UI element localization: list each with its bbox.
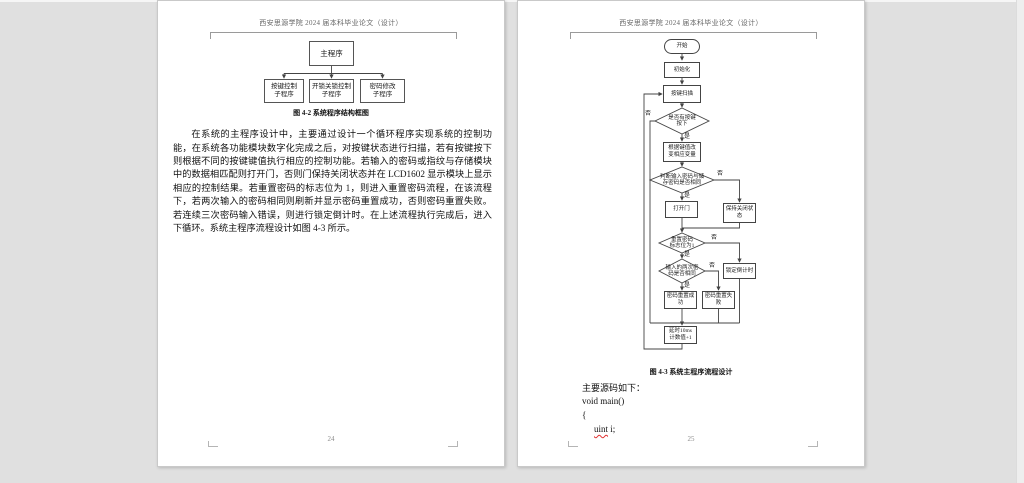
body-paragraph: 在系统的主程序设计中，主要通过设计一个循环程序实现系统的控制功能，在系统各功能模… bbox=[173, 129, 492, 234]
org-node-label: 按键控制 bbox=[271, 83, 297, 90]
branch-yes-label: 是 bbox=[684, 193, 691, 199]
flow-node-reset-success: 密码重置成 功 bbox=[664, 291, 697, 309]
flow-node-label: 按键扫描 bbox=[670, 90, 693, 97]
page-24[interactable]: 西安思源学院 2024 届本科毕业论文（设计） 主程序 按键控制 子程序 bbox=[157, 0, 505, 467]
flow-node-start: 开始 bbox=[664, 39, 700, 54]
flow-node-keep-closed: 保持关闭状 态 bbox=[723, 203, 756, 223]
branch-yes-label: 是 bbox=[684, 283, 691, 289]
branch-no-label: 否 bbox=[711, 235, 718, 241]
flow-node-key-scan: 按键扫描 bbox=[663, 85, 701, 103]
org-node-label: 开锁关锁控制 bbox=[312, 83, 351, 90]
code-line-uint: uint i; bbox=[594, 424, 615, 434]
page-header-right: 西安思源学院 2024 届本科毕业论文（设计） bbox=[619, 19, 763, 27]
code-rest: i; bbox=[608, 424, 616, 434]
flow-node-lock-countdown: 锁定倒计时 bbox=[723, 263, 756, 279]
text-boundary-mark bbox=[448, 441, 458, 447]
flow-decision-label: 重置密码 bbox=[670, 237, 693, 243]
branch-no-label: 否 bbox=[717, 171, 724, 177]
flow-node-label: 功 bbox=[677, 300, 684, 306]
scrollbar-track[interactable] bbox=[1016, 0, 1024, 483]
flow-node-label: 锁定倒计时 bbox=[725, 267, 754, 274]
flow-node-reset-fail: 密码重置失 败 bbox=[702, 291, 735, 309]
flow-node-label: 变相应变量 bbox=[668, 152, 696, 158]
flow-node-label: 态 bbox=[736, 213, 743, 219]
flow-decision-label: 按下 bbox=[676, 121, 688, 128]
viewport-top-highlight bbox=[0, 0, 1024, 2]
flow-decision-label: 码是否相同 bbox=[668, 271, 696, 278]
branch-yes-label: 是 bbox=[684, 134, 691, 140]
org-node-main-program: 主程序 bbox=[309, 41, 354, 66]
flow-node-label: 延时10ms bbox=[669, 328, 692, 335]
flow-decision-label: 输入的两次密 bbox=[665, 265, 699, 271]
flow-decision-label: 是否有按键 bbox=[668, 115, 696, 121]
flow-node-label: 计数值+1 bbox=[669, 335, 692, 341]
flow-decision-label: 判断输入密码与储 bbox=[659, 174, 704, 180]
header-rule-left bbox=[210, 32, 457, 39]
flow-decision-key-pressed: 是否有按键 按下 bbox=[647, 115, 717, 128]
flow-decision-reset-flag: 重置密码 标志位为1 bbox=[647, 237, 717, 250]
flow-node-label: 根据键值改 bbox=[668, 145, 696, 152]
flow-decision-passwords-same: 输入的两次密 码是否相同 bbox=[647, 265, 717, 278]
flow-node-label: 打开门 bbox=[673, 206, 690, 213]
header-rule-right bbox=[570, 32, 817, 39]
page-number-right: 25 bbox=[687, 435, 695, 443]
figure-4-3-caption: 图 4-3 系统主程序流程设计 bbox=[649, 368, 733, 376]
page-number-left: 24 bbox=[327, 435, 335, 443]
flow-node-delay-counter: 延时10ms 计数值+1 bbox=[664, 326, 697, 344]
flow-node-set-variable: 根据键值改 变相应变量 bbox=[663, 142, 701, 162]
flow-node-label: 保持关闭状 bbox=[725, 206, 754, 213]
org-node-label: 主程序 bbox=[320, 48, 343, 58]
org-node-label: 子程序 bbox=[321, 91, 342, 98]
flow-node-label: 开始 bbox=[676, 43, 688, 50]
flow-node-label: 密码重置失 bbox=[704, 293, 733, 300]
branch-no-label: 否 bbox=[645, 111, 652, 117]
page-25[interactable]: 西安思源学院 2024 届本科毕业论文（设计） bbox=[517, 0, 865, 467]
org-node-lock-control: 开锁关锁控制 子程序 bbox=[309, 79, 354, 103]
branch-no-label: 否 bbox=[709, 263, 716, 269]
org-node-key-control: 按键控制 子程序 bbox=[264, 79, 304, 103]
code-intro: 主要源码如下： bbox=[582, 383, 646, 393]
text-boundary-mark bbox=[568, 441, 578, 447]
flow-node-open-door: 打开门 bbox=[665, 201, 698, 218]
flow-decision-label: 存密码是否相同 bbox=[662, 180, 702, 187]
org-node-label: 子程序 bbox=[372, 91, 393, 98]
org-node-label: 密码修改 bbox=[369, 83, 396, 90]
code-line-void-main: void main() bbox=[582, 396, 625, 406]
flow-node-label: 败 bbox=[715, 300, 722, 306]
code-line-brace: { bbox=[582, 410, 587, 420]
figure-4-2-caption: 图 4-2 系统程序结构框图 bbox=[293, 109, 369, 117]
flow-node-label: 初始化 bbox=[673, 66, 691, 73]
org-node-password-modify: 密码修改 子程序 bbox=[360, 79, 405, 103]
branch-yes-label: 是 bbox=[684, 252, 691, 258]
page-header-left: 西安思源学院 2024 届本科毕业论文（设计） bbox=[259, 19, 403, 27]
flow-decision-password-match: 判断输入密码与储 存密码是否相同 bbox=[647, 174, 717, 187]
flow-node-init: 初始化 bbox=[664, 62, 700, 78]
org-node-label: 子程序 bbox=[274, 91, 294, 98]
text-boundary-mark bbox=[208, 441, 218, 447]
text-boundary-mark bbox=[808, 441, 818, 447]
flow-decision-label: 标志位为1 bbox=[669, 243, 695, 250]
spellcheck-word: uint bbox=[594, 424, 609, 434]
flow-node-label: 密码重置成 bbox=[666, 293, 695, 300]
